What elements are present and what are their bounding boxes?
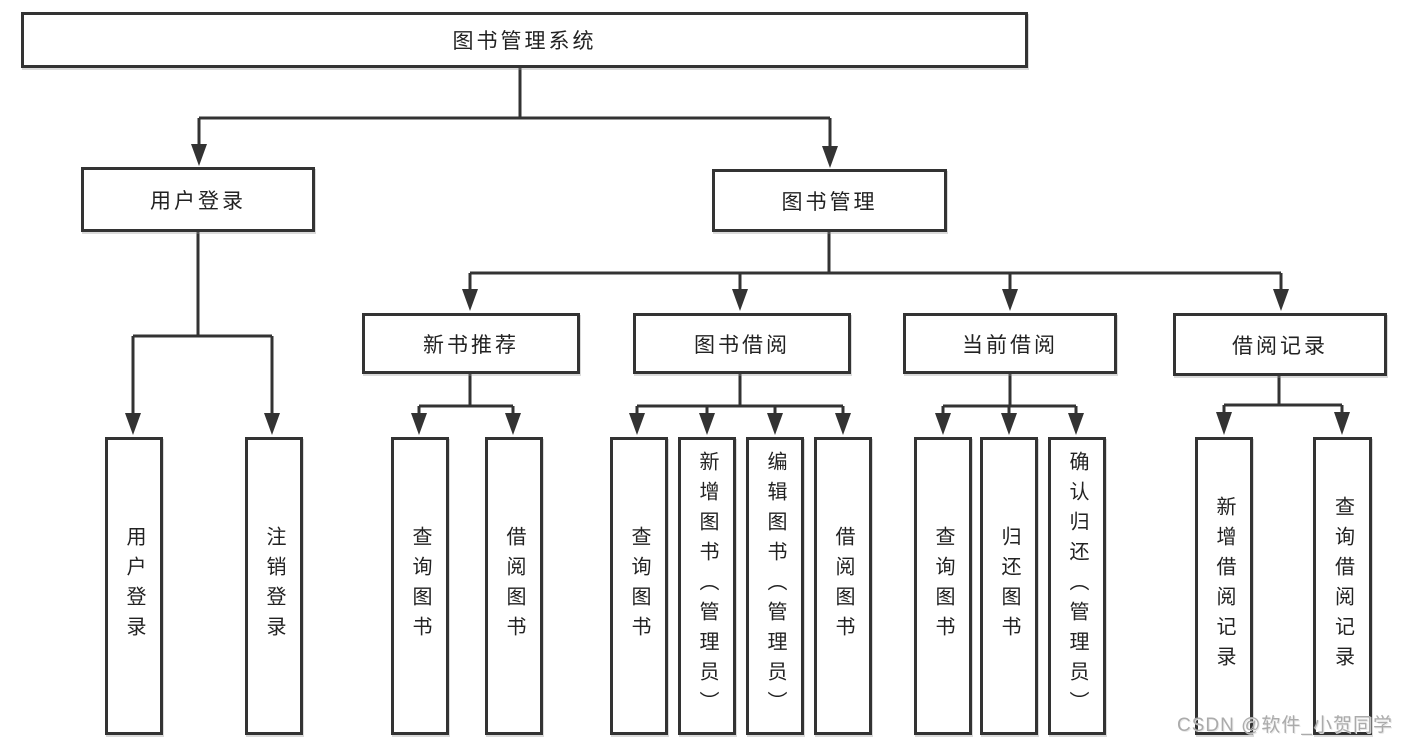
leaf-label: 编辑图书（管理员） bbox=[764, 451, 786, 721]
node-leaf-query-borrow-record: 查询借阅记录 bbox=[1313, 437, 1372, 735]
arrowhead bbox=[1216, 412, 1350, 435]
node-borrow-record: 借阅记录 bbox=[1173, 313, 1387, 376]
leaf-label: 新增借阅记录 bbox=[1213, 496, 1235, 676]
node-leaf-add-book-admin: 新增图书（管理员） bbox=[678, 437, 736, 735]
leaf-label: 注销登录 bbox=[263, 526, 285, 646]
connector-book-borrow bbox=[629, 374, 851, 435]
leaf-label: 确认归还（管理员） bbox=[1066, 451, 1088, 721]
arrowhead bbox=[125, 413, 280, 435]
node-leaf-logout: 注销登录 bbox=[245, 437, 303, 735]
node-leaf-query-books-borrow: 查询图书 bbox=[610, 437, 668, 735]
node-book-management-branch: 图书管理 bbox=[712, 169, 947, 232]
leaf-label: 借阅图书 bbox=[832, 526, 854, 646]
connector-user-login bbox=[125, 232, 280, 435]
node-leaf-return-book: 归还图书 bbox=[980, 437, 1038, 735]
node-library-management-system: 图书管理系统 bbox=[21, 12, 1028, 68]
connector-current-borrow bbox=[935, 374, 1084, 435]
leaf-label: 新增图书（管理员） bbox=[696, 451, 718, 721]
connector-book-management bbox=[462, 232, 1289, 311]
arrowhead bbox=[629, 413, 851, 435]
node-book-borrow: 图书借阅 bbox=[633, 313, 851, 374]
leaf-label: 借阅图书 bbox=[503, 526, 525, 646]
connector-new-book-recommend bbox=[411, 374, 521, 435]
leaf-label: 查询借阅记录 bbox=[1331, 496, 1354, 676]
leaf-label: 查询图书 bbox=[932, 526, 954, 646]
arrowhead bbox=[191, 144, 838, 168]
node-leaf-confirm-return-admin: 确认归还（管理员） bbox=[1048, 437, 1106, 735]
node-leaf-borrow-book: 借阅图书 bbox=[814, 437, 872, 735]
node-current-borrow: 当前借阅 bbox=[903, 313, 1117, 374]
node-leaf-user-login: 用户登录 bbox=[105, 437, 163, 735]
arrowhead bbox=[411, 413, 521, 435]
arrowhead bbox=[462, 289, 1289, 311]
leaf-label: 查询图书 bbox=[409, 526, 431, 646]
node-leaf-add-borrow-record: 新增借阅记录 bbox=[1195, 437, 1253, 735]
node-new-book-recommend: 新书推荐 bbox=[362, 313, 580, 374]
node-leaf-query-books-current: 查询图书 bbox=[914, 437, 972, 735]
leaf-label: 查询图书 bbox=[628, 526, 650, 646]
leaf-label: 用户登录 bbox=[123, 526, 145, 646]
arrowhead bbox=[935, 413, 1084, 435]
watermark: CSDN @软件_小贺同学 bbox=[1177, 715, 1393, 736]
node-leaf-borrow-books-recommend: 借阅图书 bbox=[485, 437, 543, 735]
node-user-login-branch: 用户登录 bbox=[81, 167, 315, 232]
node-leaf-query-books-recommend: 查询图书 bbox=[391, 437, 449, 735]
connector-borrow-record bbox=[1216, 376, 1350, 435]
node-leaf-edit-book-admin: 编辑图书（管理员） bbox=[746, 437, 804, 735]
leaf-label: 归还图书 bbox=[998, 526, 1020, 646]
connector-root bbox=[191, 67, 838, 168]
